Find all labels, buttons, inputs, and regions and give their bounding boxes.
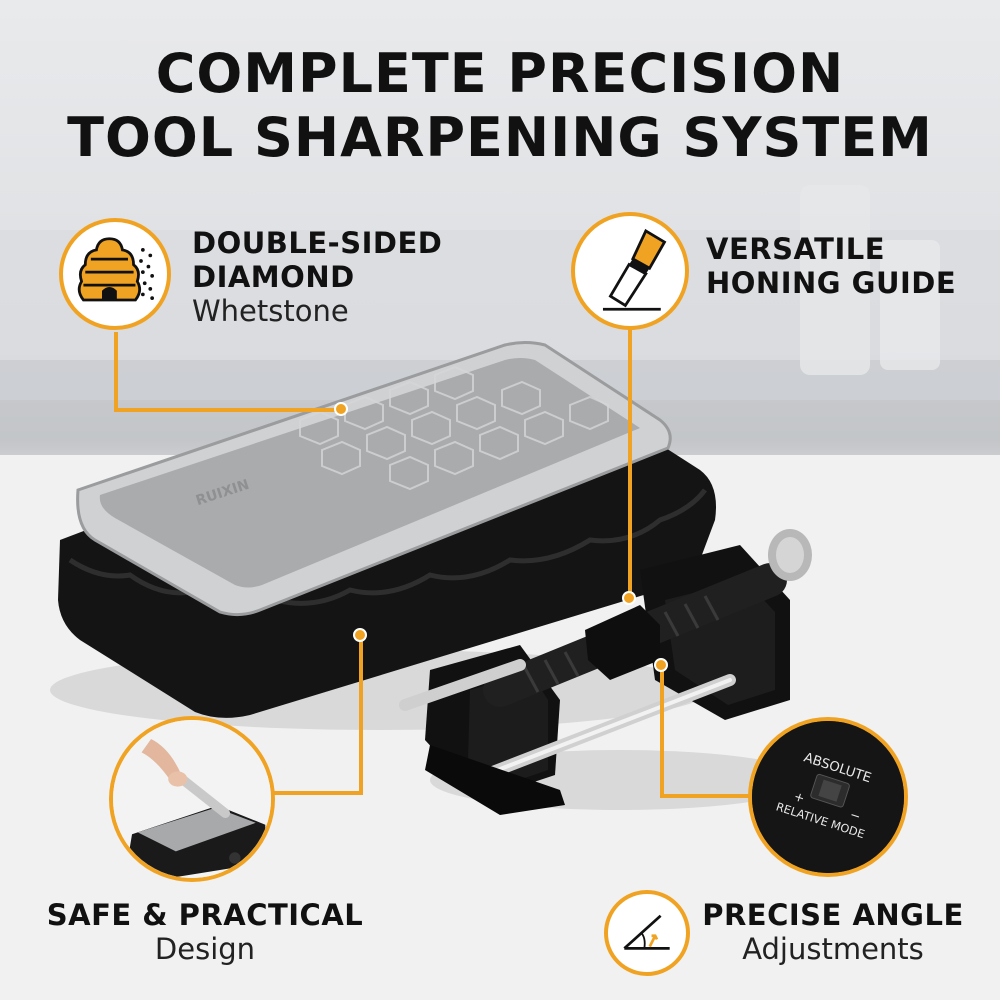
title-line-1: COMPLETE PRECISION — [155, 42, 845, 105]
mode-minus-text: − — [848, 807, 862, 824]
honeycomb-icon — [77, 237, 154, 302]
whetstone-title-2: DIAMOND — [192, 260, 355, 294]
callout-line-angle-vertical — [660, 666, 664, 798]
callout-line-safe-vertical — [359, 637, 363, 795]
angle-icon — [623, 914, 670, 950]
callout-line-honing — [628, 325, 632, 597]
page-title: COMPLETE PRECISION TOOL SHARPENING SYSTE… — [0, 42, 1000, 170]
safe-label: SAFE & PRACTICAL Design — [40, 898, 370, 966]
whetstone-subtitle: Whetstone — [192, 294, 349, 328]
honing-title-1: VERSATILE — [706, 232, 886, 266]
safe-subtitle: Design — [154, 932, 256, 966]
honing-title-2: HONING GUIDE — [706, 266, 957, 300]
callout-line-whetstone-horizontal — [114, 408, 342, 412]
angle-subtitle: Adjustments — [742, 932, 924, 966]
callout-dot-angle — [654, 658, 668, 672]
mode-switch-closeup: ABSOLUTE + − RELATIVE MODE — [752, 721, 904, 873]
mode-plus-text: + — [792, 789, 806, 806]
sharpening-photo — [113, 720, 271, 878]
callout-line-angle-horizontal — [660, 794, 752, 798]
safe-title: SAFE & PRACTICAL — [46, 898, 364, 932]
chisel-icon — [602, 228, 667, 311]
callout-dot-whetstone — [334, 402, 348, 416]
angle-circle — [604, 890, 690, 976]
callout-line-whetstone-vertical — [114, 332, 118, 412]
angle-label: PRECISE ANGLE Adjustments — [698, 898, 968, 966]
chisel-circle — [571, 212, 689, 330]
whetstone-title-1: DOUBLE-SIDED — [192, 226, 443, 260]
callout-line-safe-horizontal — [272, 791, 363, 795]
sharpening-photo-circle — [109, 716, 275, 882]
title-line-2: TOOL SHARPENING SYSTEM — [67, 106, 933, 169]
angle-title: PRECISE ANGLE — [702, 898, 964, 932]
mode-switch-circle: ABSOLUTE + − RELATIVE MODE — [748, 717, 908, 877]
callout-dot-honing — [622, 591, 636, 605]
callout-dot-safe — [353, 628, 367, 642]
whetstone-label: DOUBLE-SIDED DIAMOND Whetstone — [192, 226, 442, 328]
honing-label: VERSATILE HONING GUIDE — [706, 232, 956, 300]
honeycomb-circle — [59, 218, 171, 330]
